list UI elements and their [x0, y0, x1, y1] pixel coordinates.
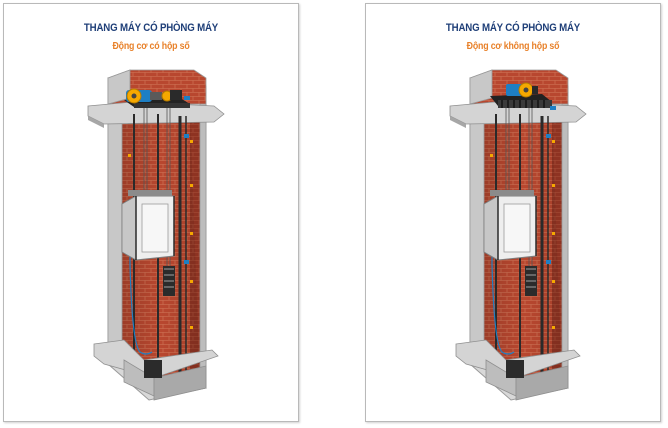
panel-subtitle: Động cơ không hộp số [466, 41, 560, 52]
panel-subtitle: Động cơ có hộp số [112, 41, 190, 52]
gearless-motor-icon [506, 82, 556, 110]
panel-gearless: THANG MÁY CÓ PHÒNG MÁY Động cơ không hộp… [365, 3, 661, 422]
elevator-shaft-diagram [87, 69, 225, 401]
panel-title: THANG MÁY CÓ PHÒNG MÁY [83, 22, 219, 34]
counterweight [525, 266, 537, 296]
elevator-shaft-diagram [449, 69, 587, 401]
elevator-car [483, 190, 537, 261]
pit-slab [455, 339, 581, 401]
counterweight [163, 266, 175, 296]
pit-slab [93, 339, 219, 401]
machine-room [449, 69, 587, 128]
landing-indicators [490, 140, 555, 329]
geared-motor-icon [126, 88, 190, 104]
panel-geared: THANG MÁY CÓ PHÒNG MÁY Động cơ có hộp số [3, 3, 299, 422]
landing-indicators [128, 140, 193, 329]
panel-title: THANG MÁY CÓ PHÒNG MÁY [445, 22, 581, 34]
elevator-car [121, 190, 175, 261]
